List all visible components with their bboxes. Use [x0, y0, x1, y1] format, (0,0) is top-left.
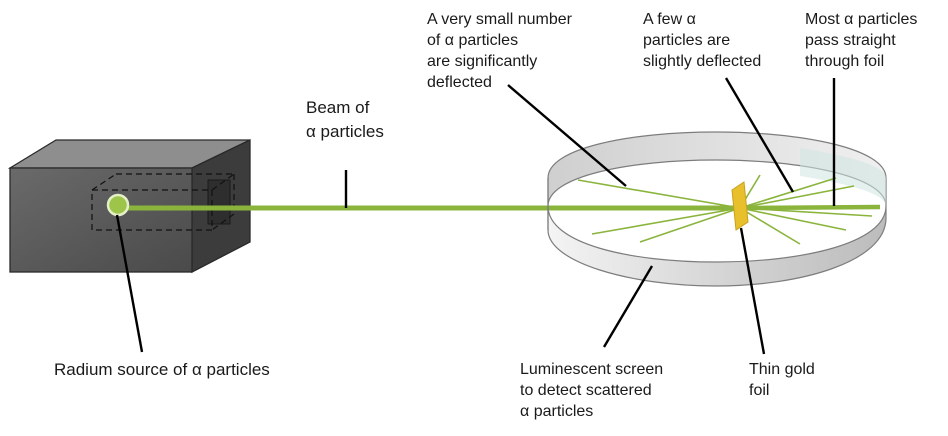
leader-screen	[602, 265, 654, 348]
screen-glass	[800, 148, 886, 206]
leader-lines	[115, 77, 836, 355]
label-slight-deflection: A few α particles are slightly deflected	[643, 11, 762, 70]
leader-foil	[739, 227, 766, 355]
leader-significant	[507, 84, 627, 187]
label-luminescent-screen: Luminescent screen to detect scattered α…	[520, 361, 664, 420]
gold-foil	[731, 181, 749, 231]
label-significant-deflection: A very small number of α particles are s…	[427, 11, 572, 91]
radium-source	[106, 193, 130, 217]
box-front	[9, 167, 193, 273]
label-straight-through: Most α particles pass straight through f…	[805, 11, 918, 70]
label-radium-source: Radium source of α particles	[54, 360, 270, 379]
label-beam: Beam of α particles	[306, 98, 384, 141]
straight-through-beam	[739, 204, 881, 211]
box-window	[207, 179, 231, 225]
label-gold-foil: Thin gold foil	[749, 361, 815, 399]
leader-slight	[724, 77, 795, 193]
leader-radium	[115, 214, 144, 353]
screen-outer-wall	[547, 205, 887, 287]
